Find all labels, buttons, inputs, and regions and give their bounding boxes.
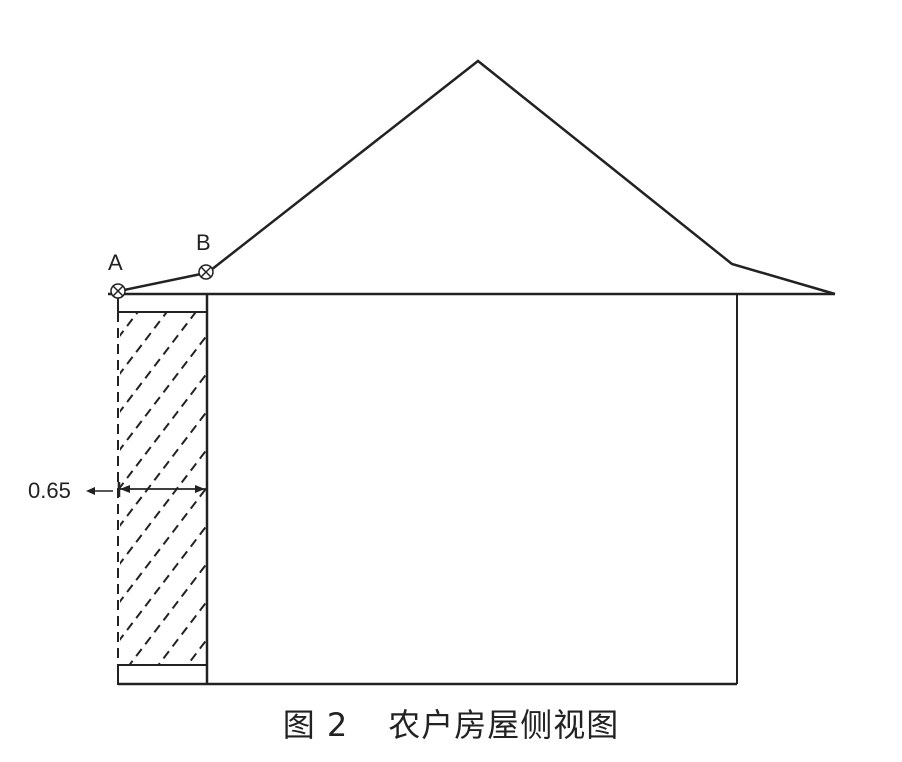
dimension-arrow-right: [195, 485, 205, 493]
point-b-label: B: [196, 230, 211, 255]
hatch-line: [128, 562, 206, 664]
hatch-line: [120, 524, 206, 642]
hatch-pattern: [120, 313, 206, 664]
roof-main: [210, 59, 836, 296]
point-a-marker-icon: [110, 283, 126, 299]
caption-number: 图 2: [282, 706, 349, 744]
point-a-label: A: [108, 250, 123, 275]
hatch-line: [186, 638, 206, 664]
extension-base: [117, 664, 208, 685]
dimension-arrow-left: [120, 485, 130, 493]
hatch-line: [120, 410, 206, 528]
leader-arrow: [86, 487, 95, 495]
hatch-line: [120, 313, 197, 414]
roof-outline: [123, 272, 202, 292]
hatch-line: [120, 372, 206, 490]
figure-caption: 图 2 农户房屋侧视图: [0, 700, 902, 746]
point-b-marker-icon: [198, 264, 214, 280]
dimension-label: 0.65: [28, 478, 71, 503]
hatch-line: [120, 334, 206, 452]
extension-top: [117, 294, 207, 313]
hatch-line: [120, 313, 139, 338]
caption-text: 农户房屋侧视图: [388, 706, 620, 744]
hatch-line: [157, 600, 206, 664]
hatch-line: [120, 486, 206, 604]
hatch-line: [120, 448, 206, 566]
